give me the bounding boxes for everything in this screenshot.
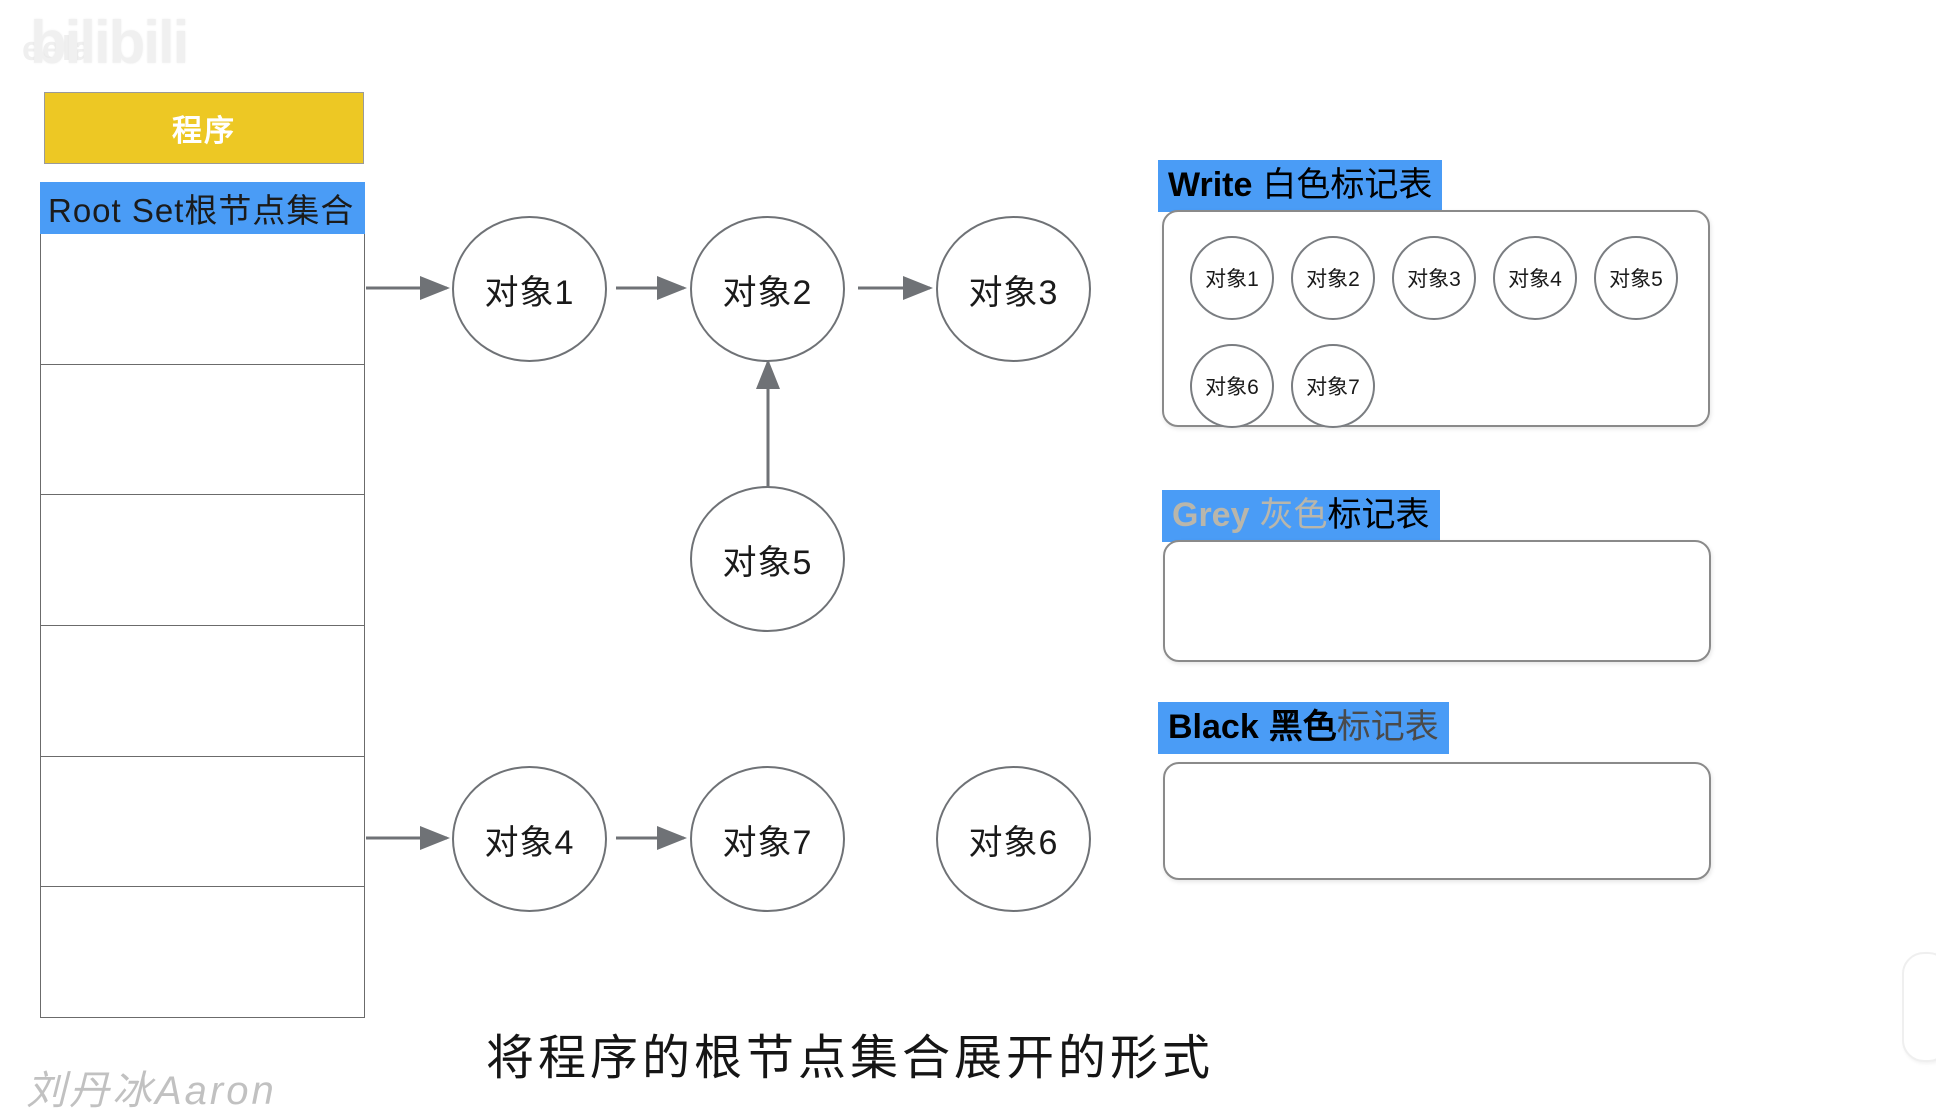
grey-list-box xyxy=(1163,540,1711,662)
grey-list-label: Grey 灰色 标记表 xyxy=(1162,490,1440,542)
grey-label-color-word: 灰色 xyxy=(1259,495,1328,534)
write-chip-obj1[interactable]: 对象1 xyxy=(1190,236,1274,320)
table-row xyxy=(41,887,364,1017)
write-list-label: Write 白色 标记表 xyxy=(1158,160,1443,212)
write-chip-obj2[interactable]: 对象2 xyxy=(1291,236,1375,320)
write-label-suffix: 标记表 xyxy=(1330,165,1433,204)
black-label-color-word: 黑色 xyxy=(1268,707,1337,746)
graph-node-obj3[interactable]: 对象3 xyxy=(936,216,1091,362)
table-row xyxy=(41,626,364,757)
write-chip-obj6[interactable]: 对象6 xyxy=(1190,344,1274,428)
black-label-en: Black xyxy=(1168,707,1259,746)
write-label-color-word: 白色 xyxy=(1262,165,1331,204)
black-label-suffix: 标记表 xyxy=(1336,707,1439,746)
root-set-rows xyxy=(40,234,365,1018)
write-chip-obj7[interactable]: 对象7 xyxy=(1291,344,1375,428)
graph-node-obj7[interactable]: 对象7 xyxy=(690,766,845,912)
caption-text: 将程序的根节点集合展开的形式 xyxy=(485,1032,1214,1085)
table-row xyxy=(41,365,364,496)
graph-node-obj6[interactable]: 对象6 xyxy=(936,766,1091,912)
write-chip-obj4[interactable]: 对象4 xyxy=(1493,236,1577,320)
black-list-box xyxy=(1163,762,1711,880)
table-row xyxy=(41,757,364,888)
watermark-bilibili-logo: bilibili xyxy=(30,9,189,76)
grey-label-en: Grey xyxy=(1172,495,1250,534)
table-row xyxy=(41,234,364,365)
write-chip-obj5[interactable]: 对象5 xyxy=(1594,236,1678,320)
write-list-box: 对象1 对象2 对象3 对象4 对象5 对象6 对象7 xyxy=(1162,210,1710,428)
root-set-table: Root Set根节点集合 xyxy=(40,182,365,1018)
graph-node-obj1[interactable]: 对象1 xyxy=(452,216,607,362)
watermark-eela-text: eela xyxy=(22,30,93,68)
black-list-label: Black 黑色 标记表 xyxy=(1158,702,1449,754)
write-chip-obj3[interactable]: 对象3 xyxy=(1392,236,1476,320)
table-row xyxy=(41,495,364,627)
grey-label-suffix: 标记表 xyxy=(1327,495,1430,534)
root-set-title: Root Set根节点集合 xyxy=(40,182,365,234)
program-box: 程序 xyxy=(44,92,364,164)
graph-node-obj2[interactable]: 对象2 xyxy=(690,216,845,362)
graph-node-obj4[interactable]: 对象4 xyxy=(452,766,607,912)
write-label-en: Write xyxy=(1168,165,1253,204)
graph-node-obj5[interactable]: 对象5 xyxy=(690,486,845,632)
right-edge-rounded-shape xyxy=(1902,952,1936,1062)
